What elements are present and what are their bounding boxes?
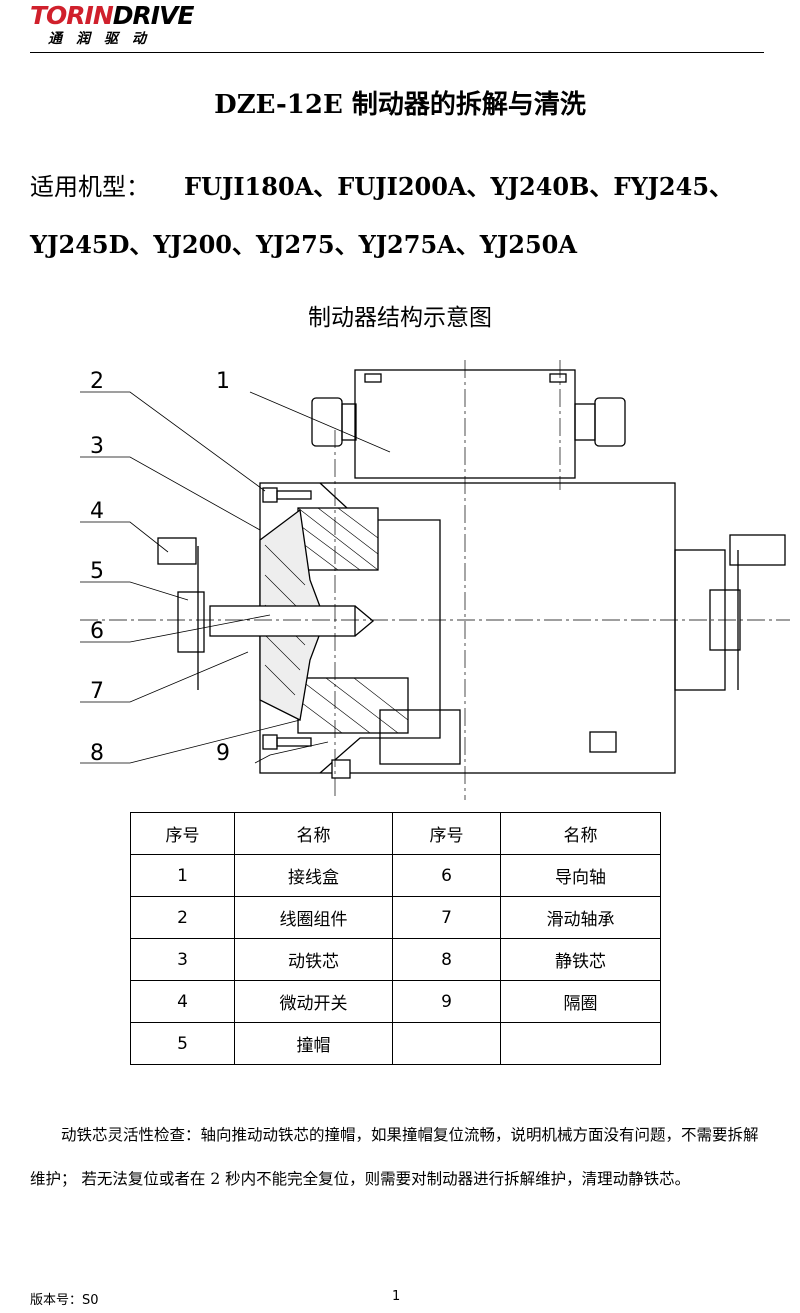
callout-2: 2	[90, 369, 104, 394]
table-cell: 5	[130, 1022, 235, 1065]
table-cell: 撞帽	[234, 1022, 393, 1065]
callout-8: 8	[90, 741, 104, 766]
callout-6: 6	[90, 619, 104, 644]
column-header: 序号	[130, 812, 235, 855]
logo-subtitle: 通润驱动	[48, 31, 160, 47]
document-title: DZE-12E 制动器的拆解与清洗	[214, 90, 586, 120]
applicable-models: 适用机型： FUJI180A、FUJI200A、YJ240B、FYJ245、 YJ…	[30, 158, 770, 274]
models-label: 适用机型：	[30, 173, 150, 201]
models-list-1: FUJI180A、FUJI200A、YJ240B、FYJ245、	[184, 172, 734, 201]
parts-table: 序号 名称 序号 名称 1 接线盒 6 导向轴 2 线圈组件 7 滑动轴承 3 …	[130, 812, 661, 1065]
table-row: 1 接线盒 6 导向轴	[130, 854, 661, 897]
table-header-row: 序号 名称 序号 名称	[130, 812, 661, 855]
callout-4: 4	[90, 499, 104, 524]
guide-shaft	[209, 605, 356, 637]
table-cell: 导向轴	[500, 854, 661, 897]
table-row: 4 微动开关 9 隔圈	[130, 980, 661, 1023]
micro-switch	[157, 537, 197, 565]
table-cell: 滑动轴承	[500, 896, 661, 939]
table-cell: 2	[130, 896, 235, 939]
table-cell: 6	[392, 854, 501, 897]
table-row: 3 动铁芯 8 静铁芯	[130, 938, 661, 981]
models-list-2: YJ245D、YJ200、YJ275、YJ275A、YJ250A	[30, 230, 577, 259]
table-cell: 4	[130, 980, 235, 1023]
column-header: 名称	[234, 812, 393, 855]
table-cell: 1	[130, 854, 235, 897]
diagram-caption: 制动器结构示意图	[308, 305, 492, 331]
callout-9: 9	[216, 741, 230, 766]
coil-bottom	[297, 677, 409, 734]
footer-version: 版本号：S0	[30, 1293, 99, 1308]
brake-structure-diagram: 2 3 4 5 6 7 8 1 9	[80, 360, 790, 800]
spacer-nut	[331, 759, 351, 779]
footer-page-number: 1	[392, 1289, 401, 1304]
models-line-1: 适用机型： FUJI180A、FUJI200A、YJ240B、FYJ245、	[30, 158, 770, 216]
table-cell: 3	[130, 938, 235, 981]
header-divider	[30, 52, 764, 53]
table-cell: 9	[392, 980, 501, 1023]
striker-cap	[177, 591, 205, 653]
logo-wordmark-part2: DRIVE	[112, 1, 195, 30]
table-cell	[392, 1022, 501, 1065]
table-cell: 接线盒	[234, 854, 393, 897]
table-cell: 隔圈	[500, 980, 661, 1023]
table-cell: 线圈组件	[234, 896, 393, 939]
table-cell: 8	[392, 938, 501, 981]
cable-gland-left	[311, 397, 343, 447]
logo-wordmark-part1: TORIN	[30, 1, 114, 30]
callout-3: 3	[90, 434, 104, 459]
column-header: 名称	[500, 812, 661, 855]
company-logo: TORINDRIVE 通润驱动	[30, 2, 250, 54]
callout-5: 5	[90, 559, 104, 584]
table-cell: 7	[392, 896, 501, 939]
table-cell: 动铁芯	[234, 938, 393, 981]
callout-7: 7	[90, 679, 104, 704]
table-cell	[500, 1022, 661, 1065]
cable-gland-right	[594, 397, 626, 447]
inspection-paragraph: 动铁芯灵活性检查：轴向推动动铁芯的撞帽，如果撞帽复位流畅，说明机械方面没有问题，…	[30, 1126, 759, 1188]
table-row: 2 线圈组件 7 滑动轴承	[130, 896, 661, 939]
table-cell: 微动开关	[234, 980, 393, 1023]
table-cell: 静铁芯	[500, 938, 661, 981]
callout-1: 1	[216, 369, 230, 394]
column-header: 序号	[392, 812, 501, 855]
table-row: 5 撞帽	[130, 1022, 661, 1065]
